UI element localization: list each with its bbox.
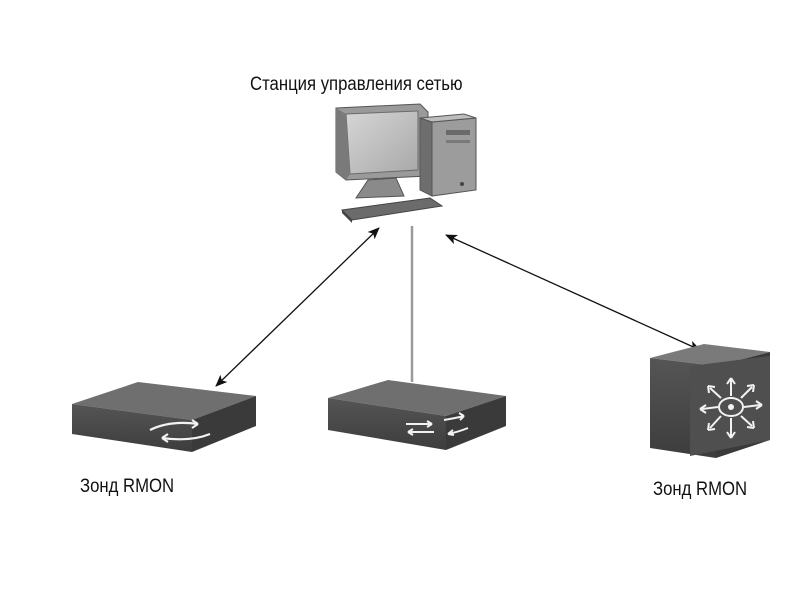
station-label: Станция управления сетью bbox=[250, 74, 463, 95]
tower-power-button bbox=[460, 182, 464, 186]
keyboard-front bbox=[342, 210, 352, 223]
router-top bbox=[72, 382, 256, 420]
cube-arrows-icon bbox=[699, 377, 763, 439]
right-probe-label: Зонд RMON bbox=[653, 479, 748, 500]
tower-top bbox=[419, 113, 477, 123]
tower-drive bbox=[446, 130, 470, 135]
link-station-to-left-probe bbox=[215, 227, 380, 387]
router-front bbox=[72, 404, 192, 452]
router-arrows-icon bbox=[149, 419, 211, 443]
switch-side bbox=[446, 396, 506, 450]
layer3-switch-icon bbox=[650, 344, 770, 458]
switch-arrows-icon bbox=[406, 412, 469, 436]
router-icon bbox=[72, 382, 256, 452]
tower-drive-2 bbox=[446, 140, 470, 143]
switch-top bbox=[328, 380, 506, 416]
tower-side bbox=[419, 117, 433, 197]
monitor-side bbox=[336, 108, 350, 180]
monitor-stand bbox=[355, 177, 405, 199]
monitor-screen bbox=[345, 110, 419, 175]
tower-front bbox=[431, 117, 477, 197]
cube-top bbox=[650, 344, 770, 366]
router-side bbox=[192, 396, 256, 452]
switch-icon bbox=[328, 380, 506, 450]
desktop-computer-icon bbox=[335, 103, 477, 223]
keyboard bbox=[340, 197, 444, 221]
switch-front bbox=[328, 398, 446, 450]
left-probe-label: Зонд RMON bbox=[80, 476, 175, 497]
connections bbox=[215, 226, 701, 387]
link-station-to-right-probe bbox=[445, 234, 701, 351]
